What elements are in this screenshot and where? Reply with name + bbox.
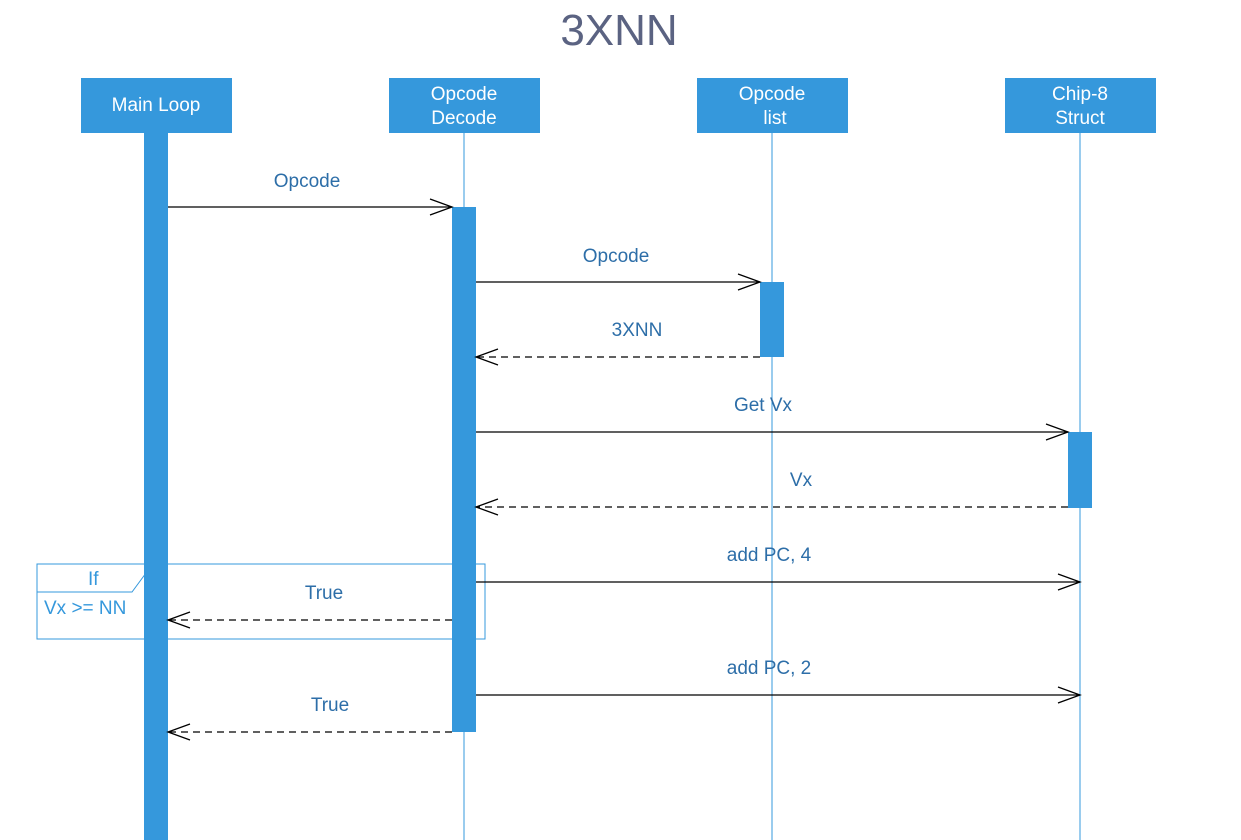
- message-vx-return: Vx: [474, 470, 1068, 516]
- fragment-operator: If: [88, 569, 99, 590]
- arrowhead: [474, 348, 499, 366]
- arrowhead: [429, 198, 454, 216]
- fragment-operator-tab: [37, 564, 147, 593]
- message-label: Vx: [790, 470, 813, 491]
- actor-label-line-2: list: [763, 108, 787, 129]
- message-label: 3XNN: [612, 320, 663, 341]
- message-label: True: [311, 695, 349, 716]
- message-label: add PC, 2: [727, 658, 812, 679]
- message-label: True: [305, 583, 343, 604]
- message-label: add PC, 4: [727, 545, 812, 566]
- actor-label-line-1: Opcode: [431, 84, 498, 105]
- arrowhead: [166, 611, 191, 629]
- actor-label: Main Loop: [112, 95, 201, 116]
- message-opcode-to-decode: Opcode: [168, 171, 454, 216]
- arrowhead: [1057, 686, 1082, 704]
- arrowhead: [737, 273, 762, 291]
- activation-opcode-list: [760, 282, 784, 357]
- message-true-return-2: True: [166, 695, 452, 741]
- actor-label-line-1: Chip-8: [1052, 84, 1108, 105]
- arrowhead: [166, 723, 191, 741]
- if-fragment: If Vx >= NN: [36, 563, 486, 640]
- message-get-vx: Get Vx: [476, 395, 1070, 441]
- activation-main-loop: [144, 133, 168, 840]
- message-label: Get Vx: [734, 395, 793, 416]
- message-add-pc-4: add PC, 4: [476, 545, 1082, 591]
- actor-label-line-2: Struct: [1055, 108, 1105, 129]
- fragment-guard: Vx >= NN: [44, 598, 126, 619]
- arrowhead: [1045, 423, 1070, 441]
- actor-main-loop: Main Loop: [81, 78, 232, 133]
- activation-opcode-decode: [452, 207, 476, 732]
- message-add-pc-2: add PC, 2: [476, 658, 1082, 704]
- activation-chip8-struct: [1068, 432, 1092, 508]
- arrowhead: [1057, 573, 1082, 591]
- actor-label-line-1: Opcode: [739, 84, 806, 105]
- message-label: Opcode: [274, 171, 341, 192]
- message-opcode-to-list: Opcode: [476, 246, 762, 291]
- actor-opcode-decode: Opcode Decode: [389, 78, 540, 133]
- message-label: Opcode: [583, 246, 650, 267]
- actor-opcode-list: Opcode list: [697, 78, 848, 133]
- actor-chip8-struct: Chip-8 Struct: [1005, 78, 1156, 133]
- actor-label-line-2: Decode: [431, 108, 497, 129]
- message-3xnn-return: 3XNN: [474, 320, 760, 366]
- diagram-title: 3XNN: [560, 6, 677, 55]
- message-true-return-1: True: [166, 583, 452, 629]
- fragment-frame: [36, 563, 486, 640]
- arrowhead: [474, 498, 499, 516]
